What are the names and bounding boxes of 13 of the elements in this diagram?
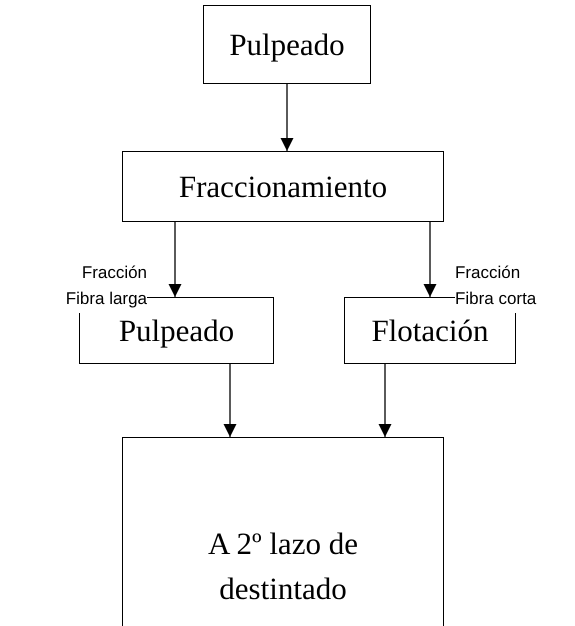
arrow xyxy=(424,222,436,297)
arrow xyxy=(378,364,392,437)
box-label: Flotación xyxy=(371,312,489,350)
process-box xyxy=(122,437,444,626)
arrow xyxy=(224,364,236,437)
box-label: Pulpeado xyxy=(229,26,345,64)
box-label: A 2º lazo de destintado xyxy=(207,525,359,608)
box-label: Pulpeado xyxy=(118,312,234,350)
process-box xyxy=(203,5,371,84)
arrow xyxy=(280,84,294,151)
arrow xyxy=(168,222,182,297)
box-label: Fraccionamiento xyxy=(178,168,388,206)
process-box xyxy=(122,151,444,222)
